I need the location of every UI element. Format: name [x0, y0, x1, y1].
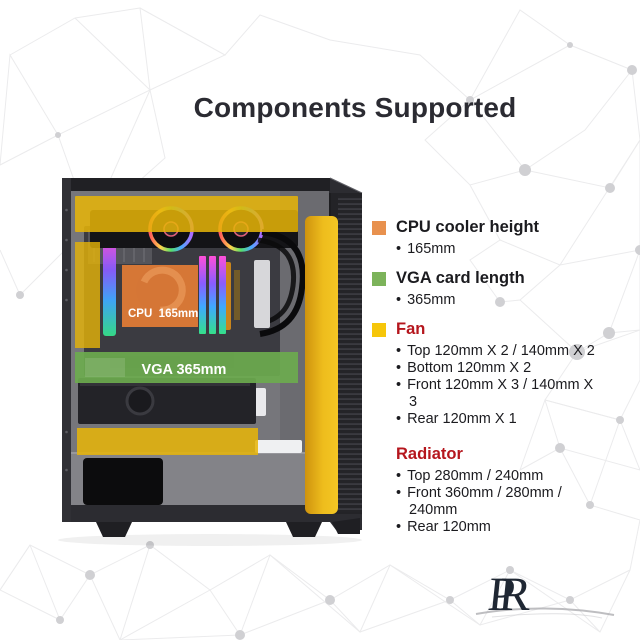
legend-item-vga-card: VGA card length 365mm	[372, 269, 604, 309]
bullet: Top 280mm / 240mm	[396, 468, 604, 485]
cpu-cooler-swatch-icon	[372, 221, 386, 235]
led-strip	[103, 234, 116, 336]
bullet: 365mm	[396, 292, 525, 309]
ram-sticks	[199, 256, 226, 334]
legend-item-radiator: Radiator Top 280mm / 240mm Front 360mm /…	[372, 445, 604, 536]
graphics-card	[78, 378, 256, 424]
cpu-cooler-bullets: 165mm	[396, 241, 539, 258]
vga-card-heading: VGA card length	[396, 269, 525, 287]
case-top-bar	[71, 178, 330, 191]
case-top-chamfer	[329, 177, 363, 194]
aio-tubes	[257, 229, 306, 337]
logo-monogram: PR	[486, 568, 535, 621]
front-vent-slats	[338, 196, 362, 512]
vga-card-bullets: 365mm	[396, 292, 525, 309]
rear-fan-highlight	[75, 242, 100, 348]
cpu-cooler-heading: CPU cooler height	[396, 218, 540, 236]
top-fan-highlight	[75, 196, 298, 232]
pc-case-svg: VGA 365mm CPU 165mm	[58, 177, 363, 546]
vga-card-swatch-icon	[372, 272, 386, 286]
fan-heading: Fan	[396, 320, 426, 338]
cpu-height-highlight: CPU 165mm	[122, 265, 198, 327]
legend-item-fan: Fan Top 120mm X 2 / 140mm X 2 Bottom 120…	[372, 320, 604, 428]
bullet: Rear 120mm X 1	[396, 411, 604, 428]
page-title: Components Supported	[193, 92, 517, 123]
fan-bullets: Top 120mm X 2 / 140mm X 2 Bottom 120mm X…	[396, 343, 604, 428]
vga-length-highlight: VGA 365mm	[75, 352, 298, 383]
bullet: Front 360mm / 280mm / 240mm	[396, 485, 604, 519]
bullet: 165mm	[396, 241, 539, 258]
cable-grommets	[254, 260, 270, 416]
brand-logo-svg: PR	[475, 568, 615, 621]
logo-swoosh-thin	[491, 613, 603, 619]
bullet: Bottom 120mm X 2	[396, 360, 604, 377]
brand-logo: PR	[470, 560, 620, 624]
bullet: Rear 120mm	[396, 519, 604, 536]
case-shadow	[58, 534, 362, 546]
psu-shroud	[71, 440, 329, 505]
radiator-bullets: Top 280mm / 240mm Front 360mm / 280mm / …	[396, 468, 604, 536]
case-feet	[96, 518, 360, 537]
legend-item-cpu-cooler: CPU cooler height 165mm	[372, 218, 604, 258]
bullet: Top 120mm X 2 / 140mm X 2	[396, 343, 604, 360]
fan-swatch-icon	[372, 323, 386, 337]
front-fan-highlight	[305, 216, 338, 514]
case-rear-column	[62, 178, 71, 522]
logo-swoosh	[475, 607, 615, 616]
legend: CPU cooler height 165mm VGA card length …	[372, 218, 604, 536]
cpu-annotation: CPU 165mm	[128, 308, 198, 320]
rear-screws	[65, 208, 68, 472]
radiator-heading: Radiator	[396, 445, 463, 463]
bullet: Front 120mm X 3 / 140mm X 3	[396, 377, 604, 411]
bottom-fan-highlight	[77, 428, 258, 455]
vga-annotation: VGA 365mm	[142, 362, 227, 378]
pc-case-illustration: VGA 365mm CPU 165mm	[50, 170, 370, 550]
